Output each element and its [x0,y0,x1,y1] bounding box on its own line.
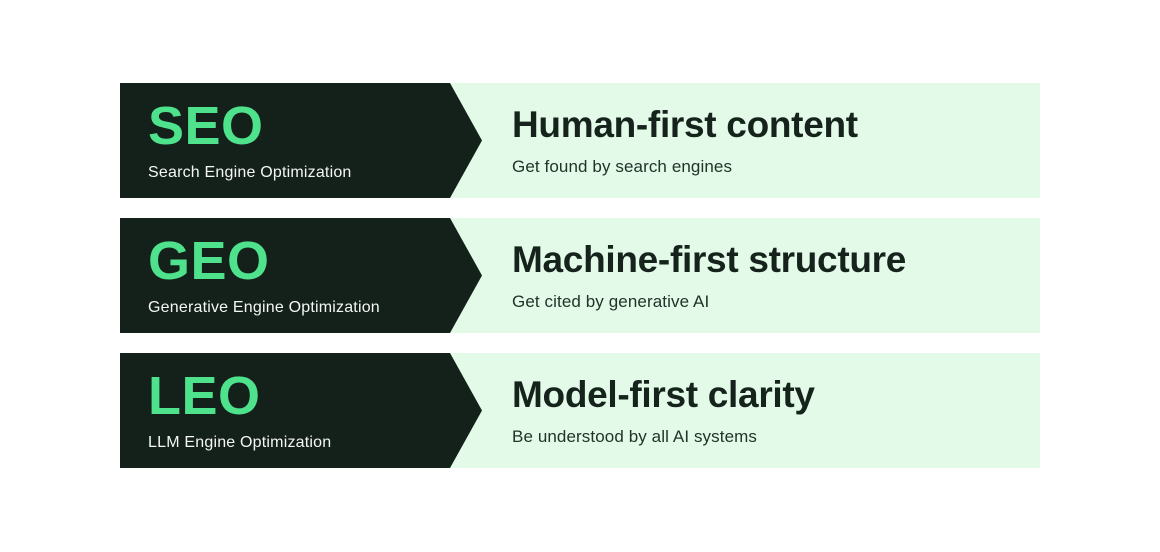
row-seo: SEO Search Engine Optimization Human-fir… [120,83,1040,198]
geo-subtitle: Get cited by generative AI [512,292,710,312]
leo-description-panel: Model-first clarity Be understood by all… [512,353,1030,468]
leo-arrow-banner: LEO LLM Engine Optimization [120,353,482,468]
seo-acronym: SEO [148,95,264,156]
geo-title: Machine-first structure [512,238,907,280]
seo-arrow-banner: SEO Search Engine Optimization [120,83,482,198]
leo-acronym: LEO [148,365,261,426]
leo-title: Model-first clarity [512,373,815,415]
geo-description-panel: Machine-first structure Get cited by gen… [512,218,1030,333]
row-leo: LEO LLM Engine Optimization Model-first … [120,353,1040,468]
seo-subtitle: Get found by search engines [512,157,733,177]
leo-subtitle: Be understood by all AI systems [512,427,758,447]
geo-acronym: GEO [148,230,270,291]
leo-expansion: LLM Engine Optimization [148,433,332,451]
seo-geo-leo-infographic: SEO Search Engine Optimization Human-fir… [120,83,1040,468]
seo-description-panel: Human-first content Get found by search … [512,83,1030,198]
geo-expansion: Generative Engine Optimization [148,298,380,316]
seo-expansion: Search Engine Optimization [148,163,352,181]
geo-arrow-banner: GEO Generative Engine Optimization [120,218,482,333]
row-geo: GEO Generative Engine Optimization Machi… [120,218,1040,333]
seo-title: Human-first content [512,103,858,145]
